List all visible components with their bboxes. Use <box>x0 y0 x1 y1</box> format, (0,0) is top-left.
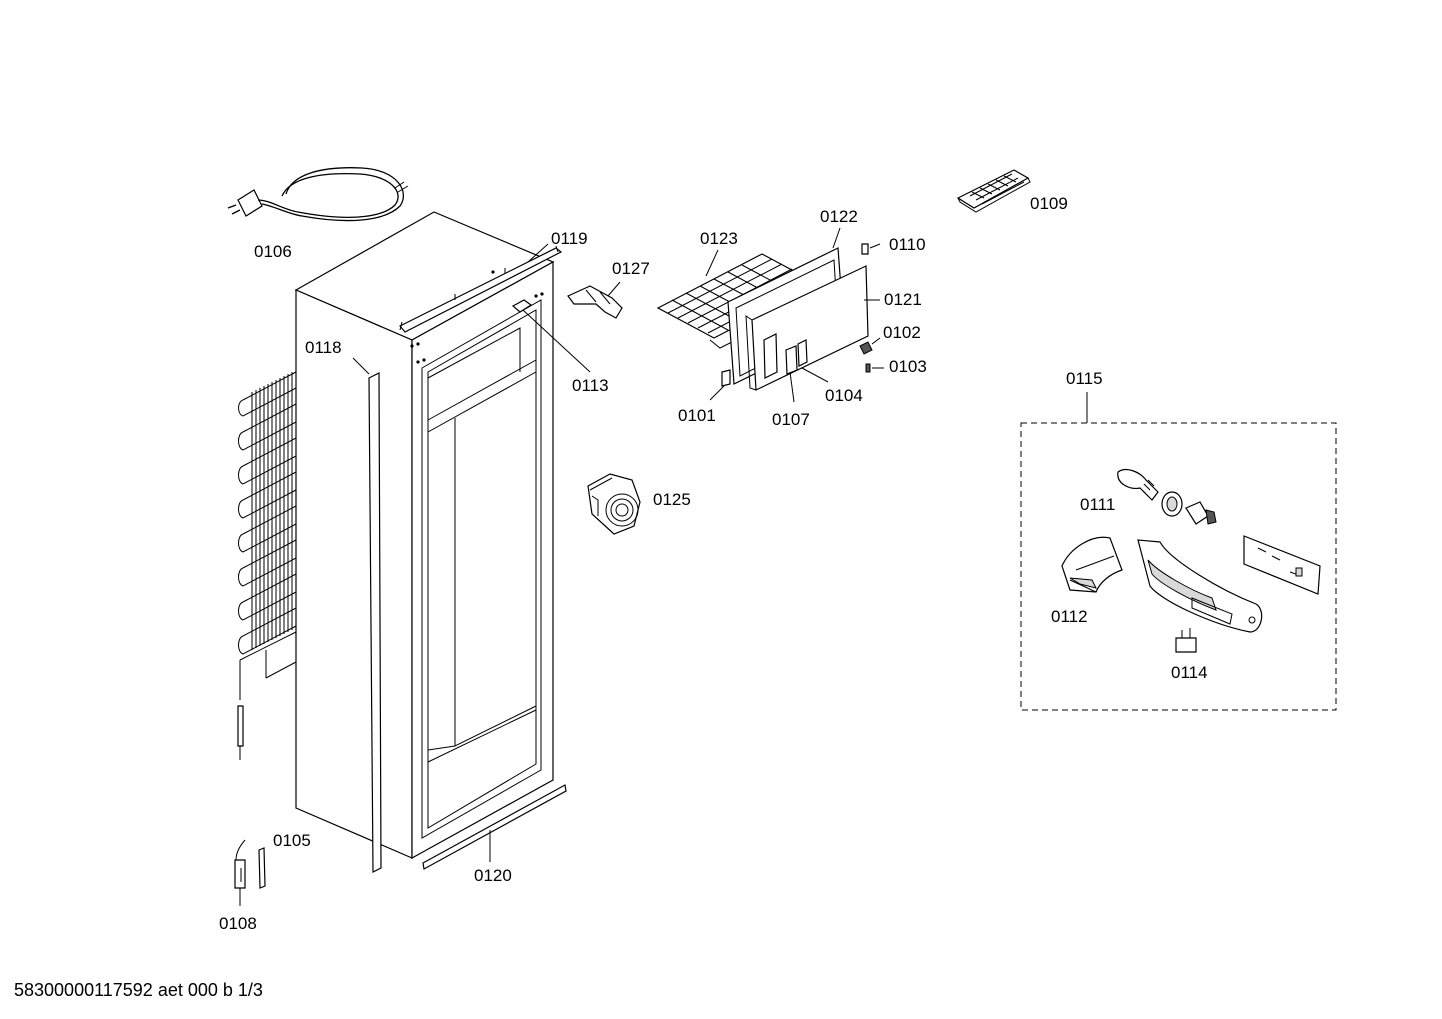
label-0111: 0111 <box>1080 495 1115 514</box>
label-0105: 0105 <box>273 831 311 850</box>
part-0108-sensor <box>234 839 246 906</box>
part-0118-seal-strip <box>368 372 382 873</box>
control-panel-plate <box>1243 535 1321 595</box>
label-0102: 0102 <box>883 323 921 342</box>
cabinet-body <box>294 211 555 860</box>
light-housing <box>1137 539 1263 633</box>
part-0120-bottom-strip <box>422 784 567 870</box>
label-0110: 0110 <box>889 235 926 254</box>
condenser-coil <box>237 371 297 760</box>
label-0109: 0109 <box>1030 194 1068 213</box>
label-0113: 0113 <box>572 376 609 395</box>
part-0101 <box>721 369 731 387</box>
label-0107: 0107 <box>772 410 810 429</box>
label-0103: 0103 <box>889 357 927 376</box>
part-0109-ice-tray <box>956 169 1031 213</box>
part-0112-cover <box>1061 536 1123 593</box>
label-0119: 0119 <box>551 229 588 248</box>
part-0103-screw <box>865 363 871 373</box>
label-0121: 0121 <box>884 290 922 309</box>
part-0121-panel <box>745 265 869 391</box>
label-0104: 0104 <box>825 386 863 405</box>
label-0120: 0120 <box>474 866 512 885</box>
part-0105-sensor-holder <box>258 847 266 889</box>
part-0125-fan-cover <box>587 473 641 535</box>
label-0114: 0114 <box>1171 663 1208 682</box>
label-0127: 0127 <box>612 259 650 278</box>
part-0127-bracket <box>567 285 623 319</box>
part-0110-screw <box>861 243 869 255</box>
part-0113 <box>511 299 533 313</box>
label-0108: 0108 <box>219 914 257 933</box>
document-code: 58300000117592 aet 000 b 1/3 <box>14 980 263 1000</box>
label-0118: 0118 <box>305 338 342 357</box>
label-0115: 0115 <box>1066 369 1103 388</box>
part-0119-top-rail <box>399 245 563 333</box>
part-0106-power-cable <box>227 167 409 222</box>
label-0122: 0122 <box>820 207 858 226</box>
label-0123: 0123 <box>700 229 738 248</box>
label-0125: 0125 <box>653 490 691 509</box>
label-0112: 0112 <box>1051 607 1088 626</box>
part-0111-bulb <box>1117 468 1217 525</box>
part-0102-clip <box>859 341 873 355</box>
part-0114-connector <box>1175 628 1197 653</box>
group-0115-light-assembly <box>1020 392 1337 711</box>
label-0106: 0106 <box>254 242 292 261</box>
label-0101: 0101 <box>678 406 716 425</box>
